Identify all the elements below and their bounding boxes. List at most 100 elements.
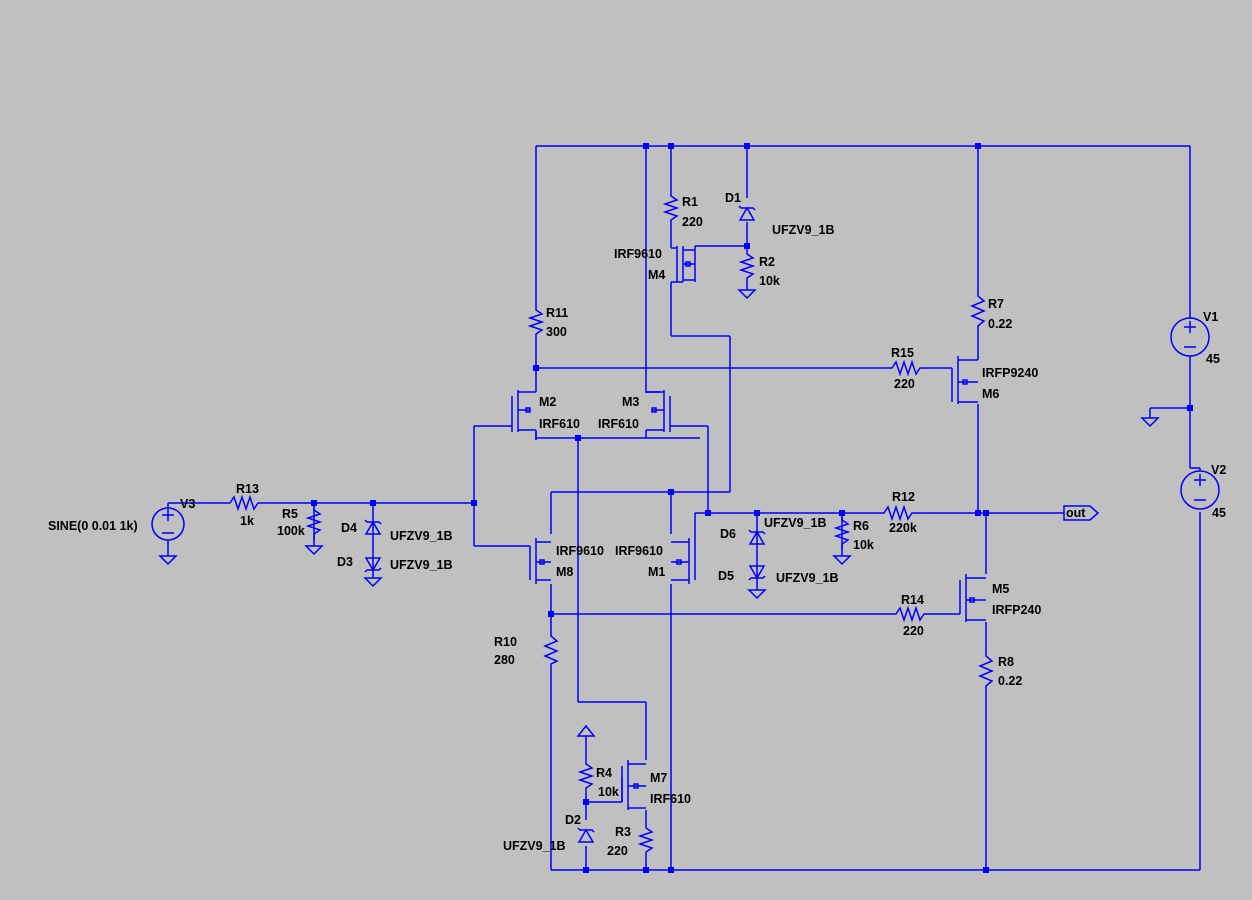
mosfet-m1	[671, 538, 696, 584]
resistor-r2	[738, 250, 756, 282]
label-d3-name: D3	[337, 555, 353, 569]
mosfet-m4	[671, 246, 695, 283]
label-m4-name: M4	[648, 268, 665, 282]
label-r7-name: R7	[988, 297, 1004, 311]
label-v1-value: 45	[1206, 352, 1220, 366]
resistor-r5	[305, 506, 323, 540]
label-d4-name: D4	[341, 521, 357, 535]
label-d6-name: D6	[720, 527, 736, 541]
label-r4-value: 10k	[598, 785, 619, 799]
label-m1-name: M1	[648, 565, 665, 579]
voltage-source-v3	[151, 502, 185, 541]
label-v3-name: V3	[180, 497, 195, 511]
voltage-source-v1	[1170, 317, 1210, 357]
mosfet-m5	[959, 574, 986, 622]
label-m2-name: M2	[539, 395, 556, 409]
ground-symbol-r5	[304, 545, 324, 556]
resistor-r10	[543, 630, 559, 668]
label-r4-name: R4	[596, 766, 612, 780]
label-d1-name: D1	[725, 191, 741, 205]
label-v1-name: V1	[1203, 310, 1218, 324]
label-r13-name: R13	[236, 482, 259, 496]
label-r14-name: R14	[901, 593, 924, 607]
label-r2-value: 10k	[759, 274, 780, 288]
mosfet-m7	[621, 760, 646, 810]
zener-diode-d3	[364, 557, 382, 573]
output-port-label: out	[1066, 506, 1086, 520]
label-m7-name: M7	[650, 771, 667, 785]
label-d5-name: D5	[718, 569, 734, 583]
label-m3-value: IRF610	[598, 417, 639, 431]
zener-diode-d5	[748, 565, 766, 581]
resistor-r1	[662, 192, 680, 224]
voltage-source-v2	[1180, 467, 1220, 510]
resistor-r7	[970, 290, 986, 332]
label-m4-value: IRF9610	[614, 247, 662, 261]
label-r3-value: 220	[607, 844, 628, 858]
label-r8-name: R8	[998, 655, 1014, 669]
label-r5-name: R5	[282, 507, 298, 521]
label-r1-value: 220	[682, 215, 703, 229]
ground-symbol-r6	[832, 555, 852, 566]
label-r13-value: 1k	[240, 514, 254, 528]
zener-diode-d6	[748, 529, 766, 545]
label-r1-name: R1	[682, 195, 698, 209]
label-r3-name: R3	[615, 825, 631, 839]
label-r11-name: R11	[546, 306, 568, 320]
label-r7-value: 0.22	[988, 317, 1012, 331]
label-r6-value: 10k	[853, 538, 874, 552]
label-r8-value: 0.22	[998, 674, 1022, 688]
ground-symbol-d5	[747, 589, 767, 600]
label-r12-name: R12	[892, 490, 915, 504]
label-d5-value: UFZV9_1B	[776, 571, 839, 585]
label-d2-value: UFZV9_1B	[503, 839, 566, 853]
junctions	[311, 143, 1193, 873]
resistor-r3	[637, 824, 655, 856]
label-m7-value: IRF610	[650, 792, 691, 806]
zener-diode-d4	[364, 519, 382, 535]
ground-symbol-r2	[737, 289, 757, 300]
supply-arrow-r4	[576, 724, 596, 737]
label-m8-name: M8	[556, 565, 573, 579]
label-r11-value: 300	[546, 325, 567, 339]
output-port: out	[1063, 505, 1100, 521]
label-m1-value: IRF9610	[615, 544, 663, 558]
resistor-r11	[527, 306, 545, 338]
mosfet-m3	[645, 390, 671, 438]
label-d1-value: UFZV9_1B	[772, 223, 835, 237]
label-m6-name: M6	[982, 387, 999, 401]
label-r10-name: R10	[494, 635, 517, 649]
label-m5-name: M5	[992, 582, 1009, 596]
label-m2-value: IRF610	[539, 417, 580, 431]
resistor-r13	[226, 494, 266, 512]
label-m5-value: IRFP240	[992, 603, 1041, 617]
zener-diode-d2	[577, 827, 595, 843]
label-v3-value: SINE(0 0.01 1k)	[48, 519, 138, 533]
label-r2-name: R2	[759, 255, 775, 269]
ground-symbol-v1v2	[1140, 417, 1160, 428]
resistor-r4	[577, 760, 595, 792]
resistor-r14	[892, 605, 932, 623]
label-m3-name: M3	[622, 395, 639, 409]
mosfet-m6	[951, 352, 979, 404]
mosfet-m2	[511, 384, 537, 440]
resistor-r6	[833, 516, 851, 550]
resistor-r8	[978, 650, 994, 690]
wires	[167, 145, 1201, 871]
label-v2-name: V2	[1211, 463, 1226, 477]
zener-diode-d1	[738, 205, 756, 221]
label-d4-value: UFZV9_1B	[390, 529, 453, 543]
label-r14-value: 220	[903, 624, 924, 638]
ground-symbol-d3	[363, 577, 383, 588]
ground-symbol-v3	[158, 555, 178, 566]
resistor-r12	[880, 504, 922, 522]
label-r12-value: 220k	[889, 521, 917, 535]
label-r5-value: 100k	[277, 524, 305, 538]
label-d6-value: UFZV9_1B	[764, 516, 827, 530]
label-m8-value: IRF9610	[556, 544, 604, 558]
label-r10-value: 280	[494, 653, 515, 667]
label-v2-value: 45	[1212, 506, 1226, 520]
label-d2-name: D2	[565, 813, 581, 827]
label-d3-value: UFZV9_1B	[390, 558, 453, 572]
